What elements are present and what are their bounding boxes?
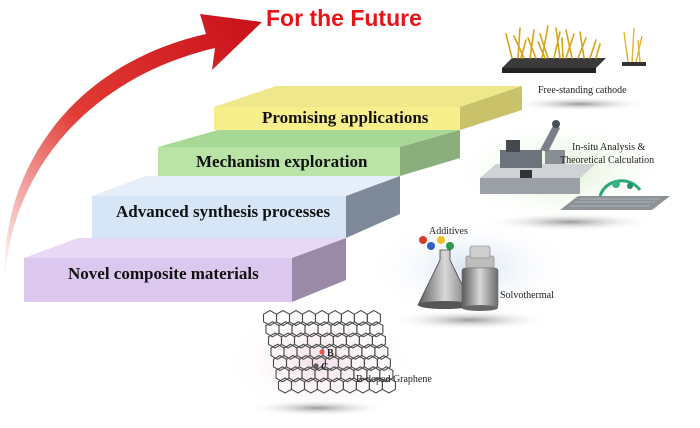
autoclave-illustration [461,245,499,311]
step-4-label: Promising applications [262,108,429,127]
step-4-face [214,107,460,130]
step-3-face [158,147,400,176]
step-1 [24,238,346,302]
step-2 [92,176,400,238]
cathode-illustration [502,25,646,73]
future-arrow [4,14,262,280]
step-2-face [92,196,346,238]
analysis-shadow [485,213,655,231]
analysis-caption-line1: In-situ Analysis & [572,142,646,153]
step-3-label: Mechanism exploration [196,152,368,171]
graphene-atom-b-label: B [327,348,334,359]
step-2-label: Advanced synthesis processes [116,202,330,221]
graphene-hexagon [369,321,384,338]
graphene-atom-c [313,363,319,369]
graphene-hexagon [371,332,386,349]
step-1-label: Novel composite materials [68,264,259,283]
solvothermal-caption: Solvothermal [500,290,554,301]
graphene-hexagon [376,354,391,372]
graphene-hexagon [366,309,381,327]
analysis-caption-line2: Theoretical Calculation [560,155,654,166]
graphene-atom-b [319,349,325,355]
future-title: For the Future [266,5,422,31]
additives-shadow [390,310,550,330]
additives-caption: Additives [429,226,468,237]
additives-illustration [417,236,473,309]
graphene-lattice [262,309,396,394]
analysis-illustration [480,120,670,210]
graphene-hexagon [374,343,389,360]
graphene-shadow [248,400,388,416]
step-4 [214,86,522,130]
step-3 [158,130,460,176]
graphene-glow [225,302,415,422]
cathode-shadow [510,97,650,111]
step-1-face [24,258,292,302]
cathode-caption: Free-standing cathode [538,85,627,96]
graphene-atom-c-label: C [321,362,328,373]
graphene-caption: B-doped Graphene [356,374,432,385]
graphene-hexagon [379,366,394,383]
graphene-hexagon [381,377,396,394]
